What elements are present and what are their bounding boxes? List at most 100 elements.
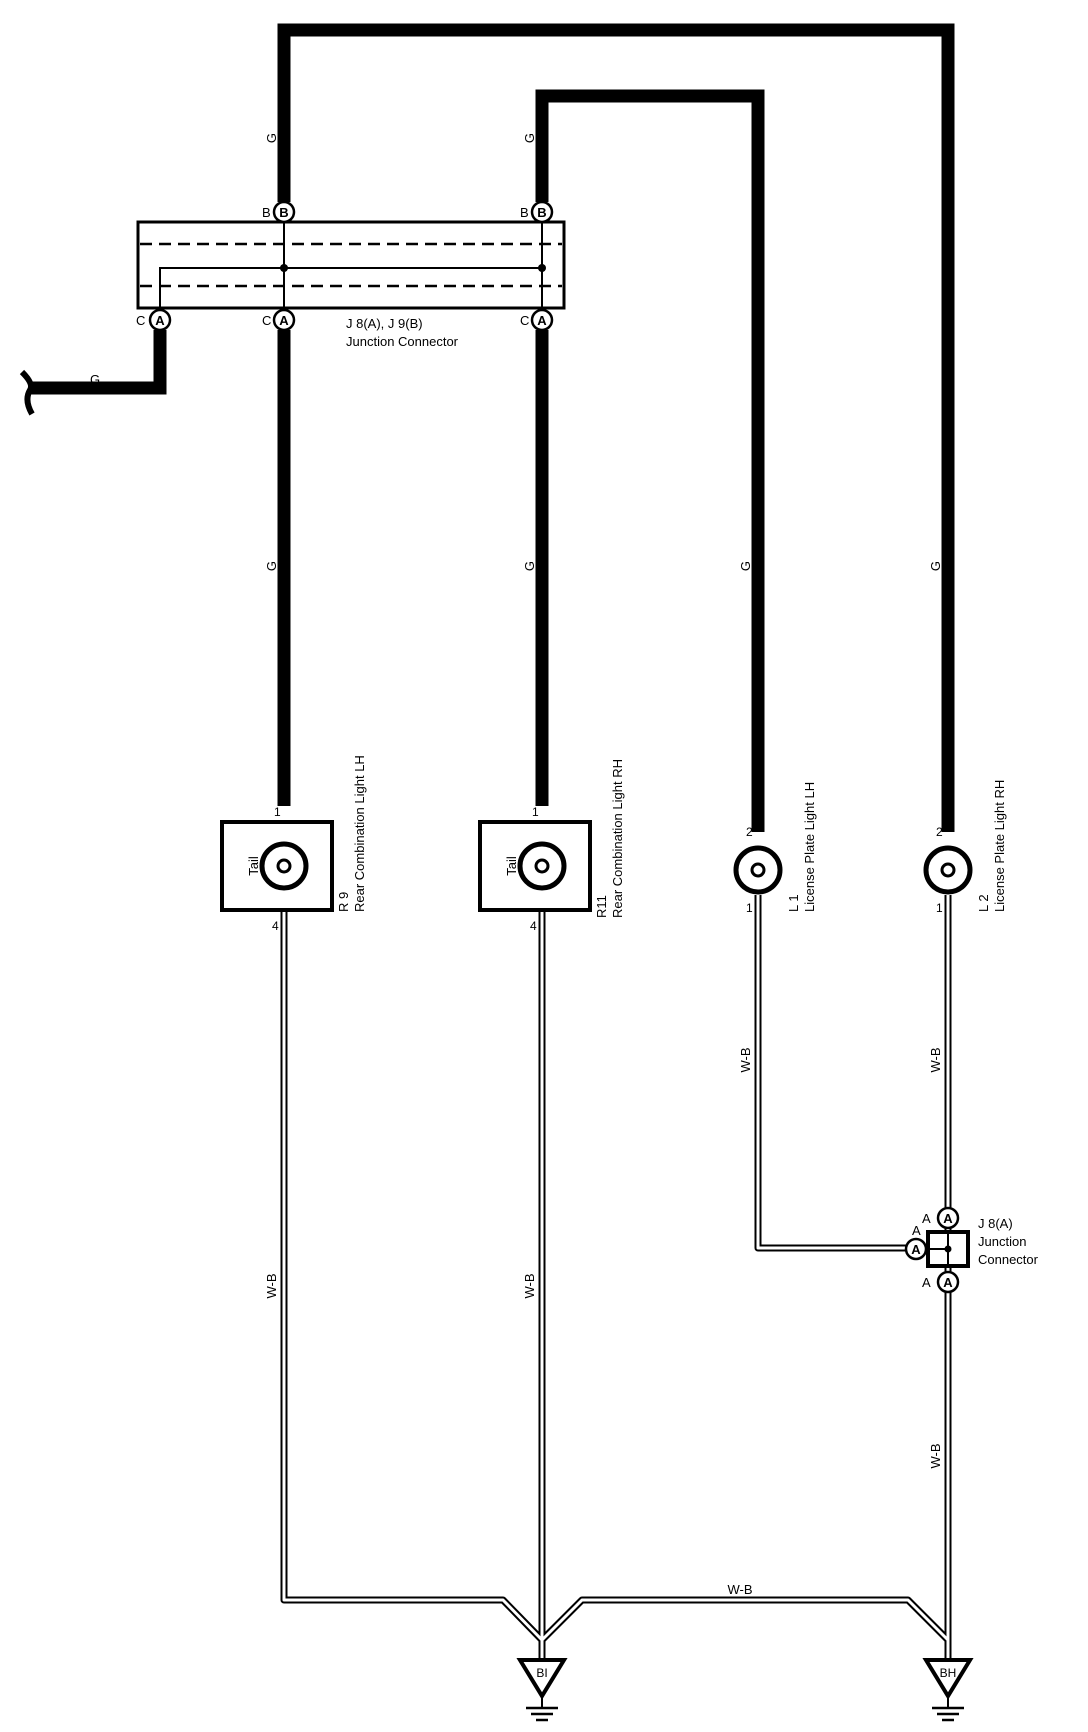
component-name: License Plate Light RH [992,780,1007,912]
splice-dot [538,264,546,272]
pin-circle [530,308,554,332]
pin-letter: A [279,313,289,328]
component-l2: 2 1 L 2 License Plate Light RH [923,780,1007,915]
pin-circle [936,1206,960,1230]
green-wires [19,23,955,832]
wire-wb-bh-to-bi [539,1596,952,1660]
wire-wb-l1 [754,895,908,1252]
wire-color-label: G [90,372,100,387]
wire-wb-bh-core [540,1598,950,1660]
ground-bi: BI [516,1658,568,1722]
component-r9: Tail 1 4 R 9 Rear Combination Light LH [220,755,367,933]
pin-number: 1 [746,901,753,915]
pin-number: 1 [274,805,281,819]
component-ref: L 1 [786,894,801,912]
pin-letter: A [155,313,165,328]
pin-label: C [262,313,271,328]
pin-number: 2 [936,825,943,839]
wire-wb-l1-core [756,895,908,1250]
pin-letter: A [943,1275,953,1290]
junction-bottom-label: Junction [978,1234,1026,1249]
wire-g-outer-loop [277,23,955,832]
pin-circle [148,308,172,332]
internal-bus [159,267,542,318]
pin-letter: A [943,1211,953,1226]
bulb-icon [517,841,567,891]
ground-triangle [516,1658,568,1700]
wire-color-label: G [522,561,537,571]
ground-triangle [922,1658,974,1700]
pin-number: 4 [530,919,537,933]
pin-circle [272,200,296,224]
wire-color-label: W-B [738,1047,753,1072]
pin-label: A [922,1275,931,1290]
component-name: Rear Combination Light RH [610,759,625,918]
ground-bh: BH [922,1658,974,1722]
junction-block [136,220,566,310]
wire-color-label: W-B [928,1443,943,1468]
junction-connector-top: B B A A A B B C C C J 8(A), J 9(B) Junct… [136,200,566,349]
wire-color-labels: G G G G G G G W-B W-B W-B W-B W-B W-B [90,133,943,1597]
pin-label: B [262,205,271,220]
bulb-filament [534,858,550,874]
pin-letter: B [279,205,288,220]
bulb-filament [276,858,292,874]
component-ref: L 2 [976,894,991,912]
wire-g-input [30,330,167,395]
bulb-icon [733,845,783,895]
wire-color-label: W-B [522,1273,537,1298]
junction-top-label: Junction Connector [346,334,459,349]
bulb-label: Tail [246,856,261,876]
pin-circle [272,308,296,332]
component-name: License Plate Light LH [802,782,817,912]
component-r11: Tail 1 4 R11 Rear Combination Light RH [478,759,625,933]
bulb-label: Tail [504,856,519,876]
splice-dot [944,1245,952,1253]
wire-color-label: G [928,561,943,571]
junction-bottom-label: Connector [978,1252,1039,1267]
bulb-icon [923,845,973,895]
wire-wb-r9 [280,905,546,1660]
pin-circle [904,1237,928,1261]
component-l1: 2 1 L 1 License Plate Light LH [733,782,817,915]
junction-bottom-label: J 8(A) [978,1216,1013,1231]
bulb-filament [750,862,766,878]
wire-g-inner-loop [535,89,765,832]
ground-label: BI [536,1666,547,1680]
ground-label: BH [940,1666,957,1680]
wire-color-label: G [264,133,279,143]
pin-label: B [520,205,529,220]
pin-label: C [136,313,145,328]
bulb-icon [259,841,309,891]
pin-circle [936,1270,960,1294]
pin-letter: B [537,205,546,220]
wire-color-label: W-B [928,1047,943,1072]
pin-label: A [922,1211,931,1226]
pin-number: 2 [746,825,753,839]
pin-letter: A [537,313,547,328]
pin-number: 1 [532,805,539,819]
component-name: Rear Combination Light LH [352,755,367,912]
wire-color-label: G [264,561,279,571]
wire-color-label: W-B [727,1582,752,1597]
pin-number: 1 [936,901,943,915]
bulb-filament [940,862,956,878]
pin-label: C [520,313,529,328]
junction-top-label: J 8(A), J 9(B) [346,316,423,331]
component-box [220,820,334,912]
wire-wb-r9-core [282,905,544,1660]
component-ref: R 9 [336,892,351,912]
wire-g-input-break [19,369,35,416]
pin-number: 4 [272,919,279,933]
wire-color-label: G [522,133,537,143]
pin-label: A [912,1223,921,1238]
wire-color-label: G [738,561,753,571]
component-ref: R11 [594,895,609,918]
splice-dot [280,264,288,272]
pin-letter: A [911,1242,921,1257]
wire-color-label: W-B [264,1273,279,1298]
pin-circle [530,200,554,224]
junction-connector-bottom: A A A A A A J 8(A) Junction Connector [904,1206,1039,1294]
ground-wires [280,895,952,1660]
